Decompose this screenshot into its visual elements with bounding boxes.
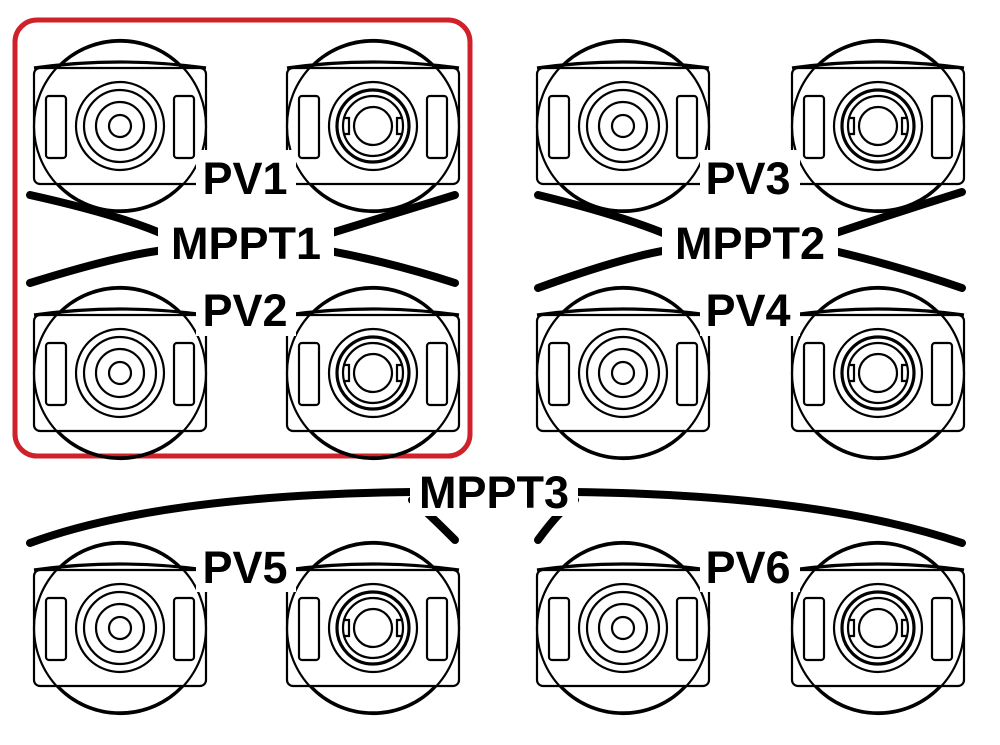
mppt2-cable-lower-left [534,246,672,292]
pv2-label: PV2 [202,285,287,336]
mppt3-cable-outer-right [571,488,966,547]
pv3-minus-connector-icon [790,38,966,214]
pv5-label: PV5 [202,542,287,593]
mppt3-group: MPPT3 PV5 PV6 [26,466,966,716]
mppt1-cable-upper-left [26,191,169,239]
highlight-frame [12,17,473,459]
mppt2-cable-lower-right [826,246,966,292]
pv2-minus-connector-icon [285,285,461,461]
mppt1-group: PV1 MPPT1 PV2 [26,38,461,461]
mppt3-cable-outer-left [26,488,416,547]
pv1-plus-connector-icon [32,38,208,214]
mppt1-cable-lower-left [26,246,169,287]
pv4-plus-connector-icon [535,285,711,461]
mppt2-group: PV3 MPPT2 PV4 [534,38,966,461]
mppt2-label: MPPT2 [675,218,825,269]
pv4-minus-connector-icon [790,285,966,461]
pv4-label: PV4 [705,285,790,336]
mppt2-cable-upper-right [826,188,966,239]
pv1-minus-connector-icon [285,38,461,214]
mppt2-cable-upper-left [534,191,672,239]
pv5-plus-connector-icon [32,540,208,716]
mppt1-cable-lower-right [321,246,459,287]
mppt1-label: MPPT1 [171,218,321,269]
mppt3-label: MPPT3 [419,467,569,518]
pv1-label: PV1 [202,153,287,204]
pv6-label: PV6 [705,542,790,593]
pv3-plus-connector-icon [535,38,711,214]
pv6-plus-connector-icon [535,540,711,716]
mppt1-cable-upper-right [321,191,459,239]
pv3-label: PV3 [705,153,790,204]
pv2-plus-connector-icon [32,285,208,461]
pv6-minus-connector-icon [790,540,966,716]
pv5-minus-connector-icon [285,540,461,716]
